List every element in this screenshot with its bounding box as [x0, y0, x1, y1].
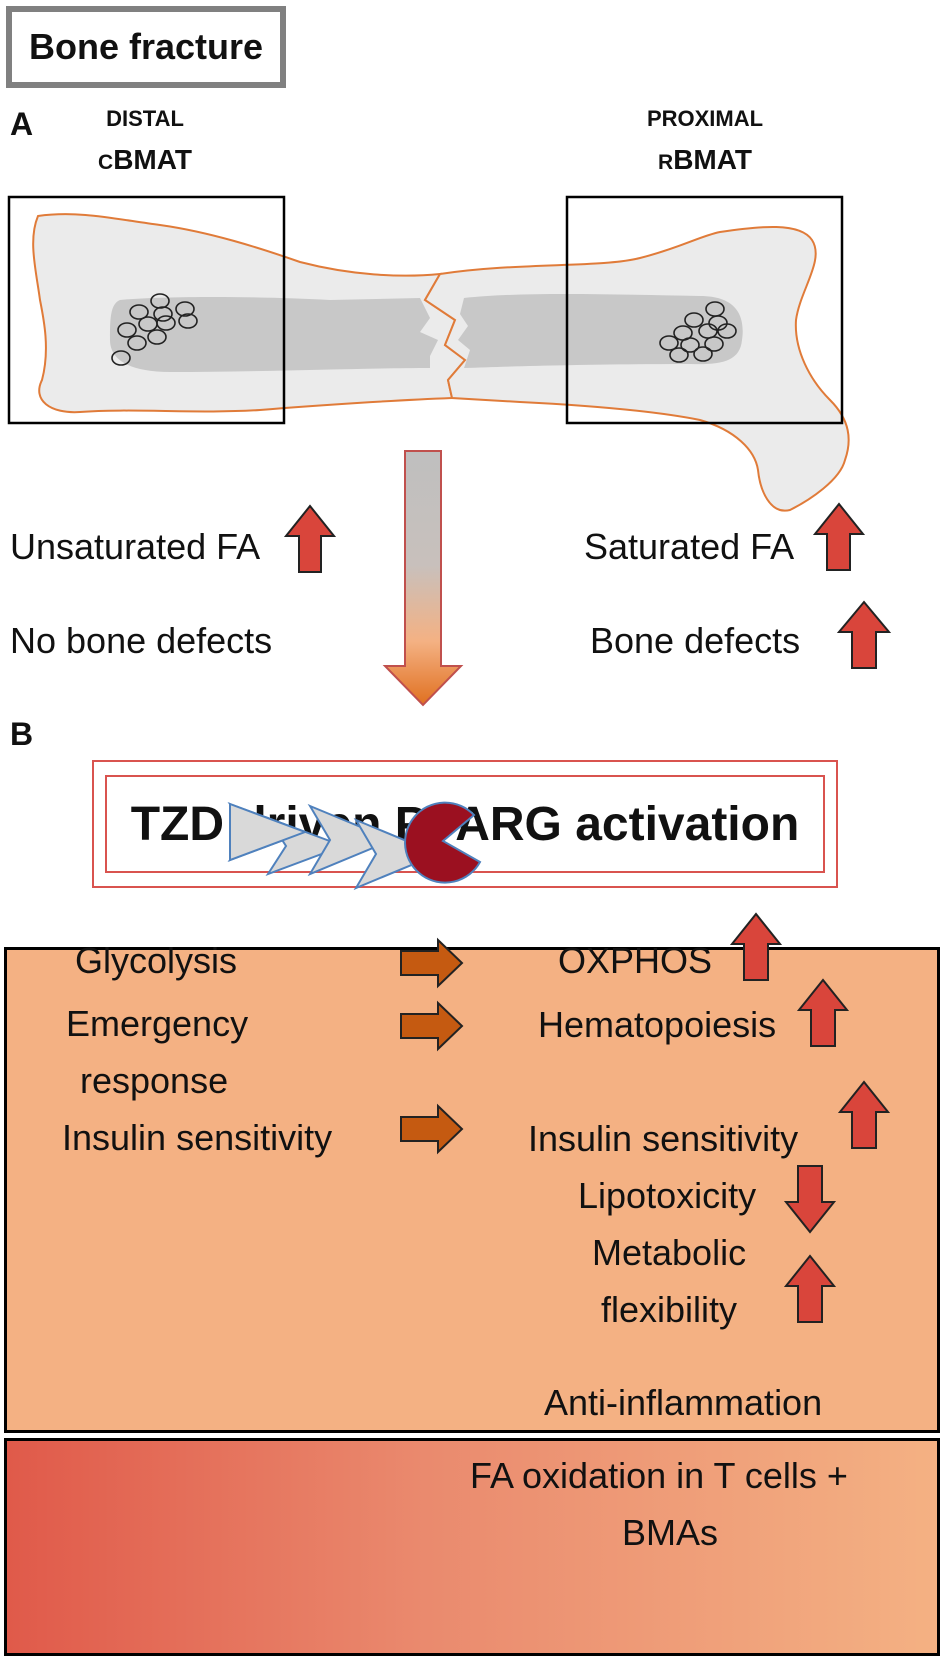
insulin-sensitivity-left-text: Insulin sensitivity: [62, 1117, 333, 1158]
right-arrow-icon: [400, 937, 464, 989]
up-arrow-icon: [812, 502, 866, 571]
proximal-label: PROXIMAL: [646, 106, 764, 131]
up-arrow-icon: [729, 912, 783, 981]
cbmat-main: BMAT: [113, 144, 192, 175]
panel-a-label: A: [10, 106, 34, 142]
up-arrow-icon: [283, 504, 337, 573]
hematopoiesis-text: Hematopoiesis: [538, 1004, 777, 1045]
down-arrow-icon: [783, 1165, 837, 1234]
no-bone-defects-text: No bone defects: [10, 620, 273, 661]
response-text: response: [80, 1060, 229, 1101]
metabolic-text: Metabolic: [592, 1232, 747, 1273]
marrow-cavity-right: [458, 294, 743, 368]
right-arrow-icon: [400, 1103, 464, 1155]
rbmat-label: rBMAT: [620, 144, 790, 176]
saturated-fa-text: Saturated FA: [584, 526, 795, 567]
glycolysis-text: Glycolysis: [75, 940, 238, 981]
fa-oxidation-text: FA oxidation in T cells +: [470, 1455, 848, 1496]
adipocytes-proximal: [659, 301, 737, 363]
insulin-sensitivity-right-text: Insulin sensitivity: [528, 1118, 799, 1159]
adipocytes-distal: [111, 293, 198, 366]
bone-defects-text: Bone defects: [590, 620, 801, 661]
bone-proximal-fragment: [423, 225, 850, 512]
flexibility-text: flexibility: [601, 1289, 738, 1330]
panel-b-label: B: [10, 716, 34, 752]
rbmat-prefix: r: [658, 151, 674, 174]
up-arrow-icon: [796, 978, 850, 1047]
cbmat-prefix: c: [98, 151, 114, 174]
transition-down-arrow: [382, 450, 464, 707]
unsaturated-fa-text: Unsaturated FA: [10, 526, 261, 567]
bmas-text: BMAs: [622, 1512, 719, 1553]
immune-effects-panel: [4, 1438, 940, 1656]
lipotoxicity-text: Lipotoxicity: [578, 1175, 757, 1216]
pacman-receptor-icon: [404, 801, 482, 884]
cbmat-label: cBMAT: [70, 144, 220, 176]
figure-title: Bone fracture: [6, 6, 286, 88]
rbmat-main: BMAT: [673, 144, 752, 175]
up-arrow-icon: [837, 1080, 891, 1149]
chevron-arrows-icon: [227, 802, 441, 891]
anti-inflammation-text: Anti-inflammation: [544, 1382, 823, 1423]
up-arrow-icon: [836, 600, 892, 669]
proximal-region-box: [565, 195, 844, 425]
distal-label: DISTAL: [106, 106, 184, 131]
metabolic-effects-panel: [4, 947, 940, 1433]
oxphos-text: OXPHOS: [558, 940, 713, 981]
right-arrow-icon: [400, 1000, 464, 1052]
marrow-cavity-left: [110, 297, 438, 372]
distal-region-box: [7, 195, 286, 425]
up-arrow-icon: [783, 1254, 837, 1323]
emergency-text: Emergency: [66, 1003, 249, 1044]
